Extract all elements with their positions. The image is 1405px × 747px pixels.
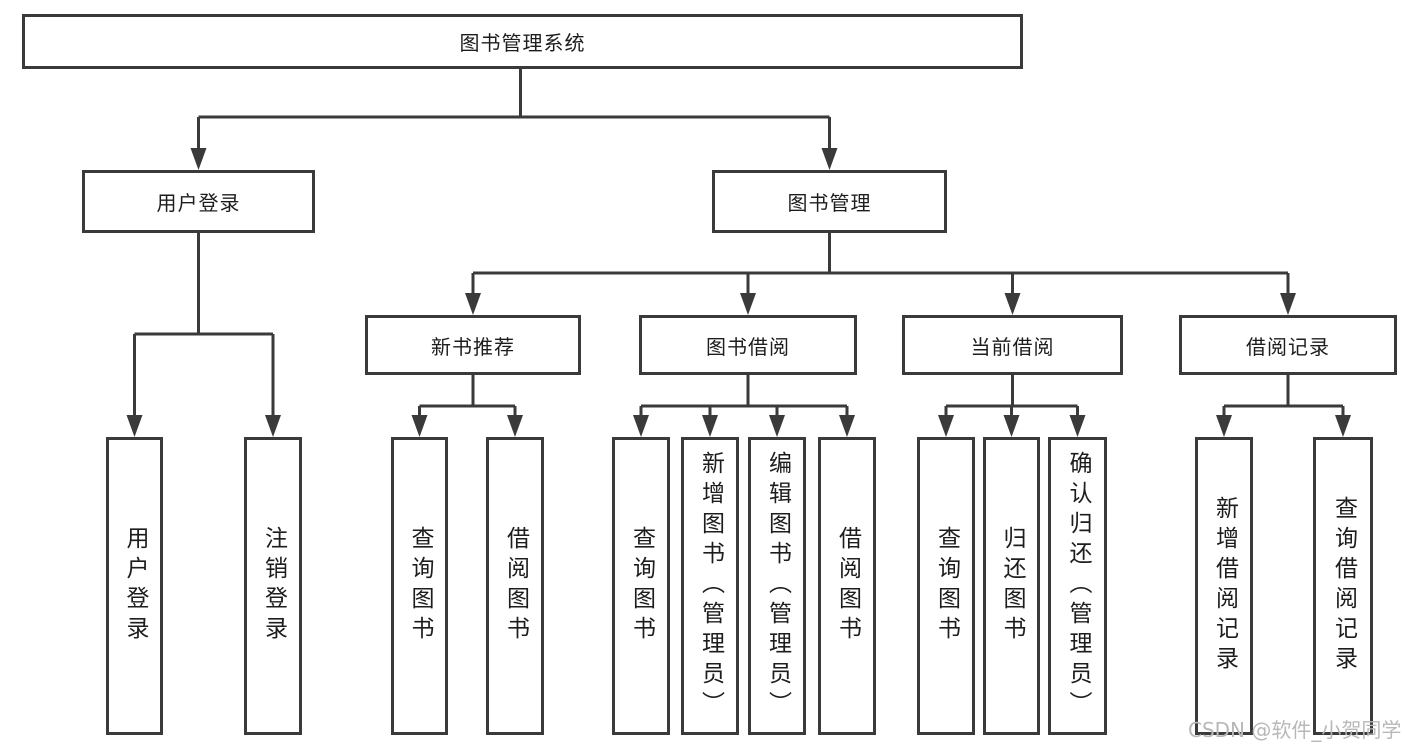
- arrow-down-icon: [1335, 415, 1351, 437]
- leaf-query-books-2: 查询图书: [612, 437, 670, 735]
- leaf-query-borrow-record: 查询借阅记录: [1313, 437, 1373, 735]
- arrow-down-icon: [839, 415, 855, 437]
- leaf-user-login: 用户登录: [106, 437, 163, 735]
- arrow-down-icon: [507, 415, 523, 437]
- leaf-label: 归还图书: [999, 526, 1025, 646]
- arrow-down-icon: [740, 293, 756, 315]
- node-label: 图书管理系统: [459, 31, 586, 55]
- arrow-down-icon: [1003, 415, 1020, 437]
- node-label: 当前借阅: [970, 334, 1055, 359]
- leaf-borrow-books-2: 借阅图书: [818, 437, 876, 735]
- leaf-add-borrow-record: 新增借阅记录: [1195, 437, 1253, 735]
- arrow-down-icon: [1216, 415, 1232, 437]
- connector-borrowing-records-children: [1216, 373, 1351, 437]
- arrow-down-icon: [265, 415, 281, 437]
- leaf-confirm-return-admin: 确认归还（管理员）: [1048, 437, 1107, 735]
- arrow-down-icon: [1069, 415, 1086, 437]
- leaf-label: 借阅图书: [834, 526, 861, 646]
- leaf-label: 新增借阅记录: [1211, 496, 1238, 676]
- node-label: 新书推荐: [431, 334, 515, 359]
- leaf-logout: 注销登录: [244, 437, 302, 735]
- node-user-login: 用户登录: [82, 170, 315, 233]
- node-library-management-system: 图书管理系统: [22, 14, 1023, 69]
- connector-line: [471, 231, 1290, 295]
- connector-line: [418, 373, 517, 417]
- node-label: 图书借阅: [706, 334, 790, 359]
- connector-line: [1222, 373, 1345, 417]
- connector-current-borrowing-children: [938, 373, 1086, 437]
- leaf-label: 编辑图书（管理员）: [764, 451, 791, 721]
- arrow-down-icon: [465, 293, 481, 315]
- arrow-down-icon: [126, 415, 143, 437]
- node-current-borrowing: 当前借阅: [902, 315, 1123, 375]
- node-book-borrowing: 图书借阅: [639, 315, 857, 375]
- node-label: 用户登录: [156, 191, 241, 215]
- leaf-label: 用户登录: [122, 526, 148, 646]
- leaf-query-books-3: 查询图书: [917, 437, 975, 735]
- node-label: 借阅记录: [1246, 334, 1330, 359]
- arrow-down-icon: [769, 415, 785, 437]
- arrow-down-icon: [821, 148, 838, 170]
- connector-line: [133, 231, 275, 417]
- connector-new-book-children: [411, 373, 523, 437]
- arrow-down-icon: [411, 415, 428, 437]
- arrow-down-icon: [938, 415, 954, 437]
- watermark: CSDN @软件_小贺同学: [1188, 718, 1402, 742]
- leaf-add-books-admin: 新增图书（管理员）: [681, 437, 739, 735]
- arrow-down-icon: [190, 148, 207, 170]
- connector-book-management-children: [465, 231, 1296, 315]
- leaf-borrow-books-1: 借阅图书: [486, 437, 544, 735]
- leaf-label: 查询图书: [628, 526, 655, 646]
- arrow-down-icon: [1004, 293, 1021, 315]
- leaf-label: 查询图书: [407, 526, 433, 646]
- leaf-return-books: 归还图书: [983, 437, 1040, 735]
- node-borrowing-records: 借阅记录: [1179, 315, 1397, 375]
- connector-line: [197, 66, 831, 150]
- arrow-down-icon: [1280, 293, 1296, 315]
- connector-line: [639, 373, 849, 417]
- leaf-query-books-1: 查询图书: [391, 437, 448, 735]
- connector-root-to-level2: [190, 66, 838, 170]
- node-label: 图书管理: [787, 191, 872, 215]
- leaf-label: 确认归还（管理员）: [1065, 451, 1091, 721]
- connector-book-borrowing-children: [633, 373, 855, 437]
- connector-user-login-children: [126, 231, 281, 437]
- leaf-label: 查询借阅记录: [1330, 496, 1357, 676]
- leaf-label: 查询图书: [933, 526, 960, 646]
- connector-line: [944, 373, 1079, 417]
- arrow-down-icon: [633, 415, 649, 437]
- node-book-management: 图书管理: [712, 170, 947, 233]
- leaf-label: 借阅图书: [502, 526, 529, 646]
- leaf-label: 注销登录: [260, 526, 287, 646]
- leaf-label: 新增图书（管理员）: [697, 451, 724, 721]
- arrow-down-icon: [702, 415, 718, 437]
- node-new-book-recommendation: 新书推荐: [365, 315, 581, 375]
- leaf-edit-books-admin: 编辑图书（管理员）: [748, 437, 806, 735]
